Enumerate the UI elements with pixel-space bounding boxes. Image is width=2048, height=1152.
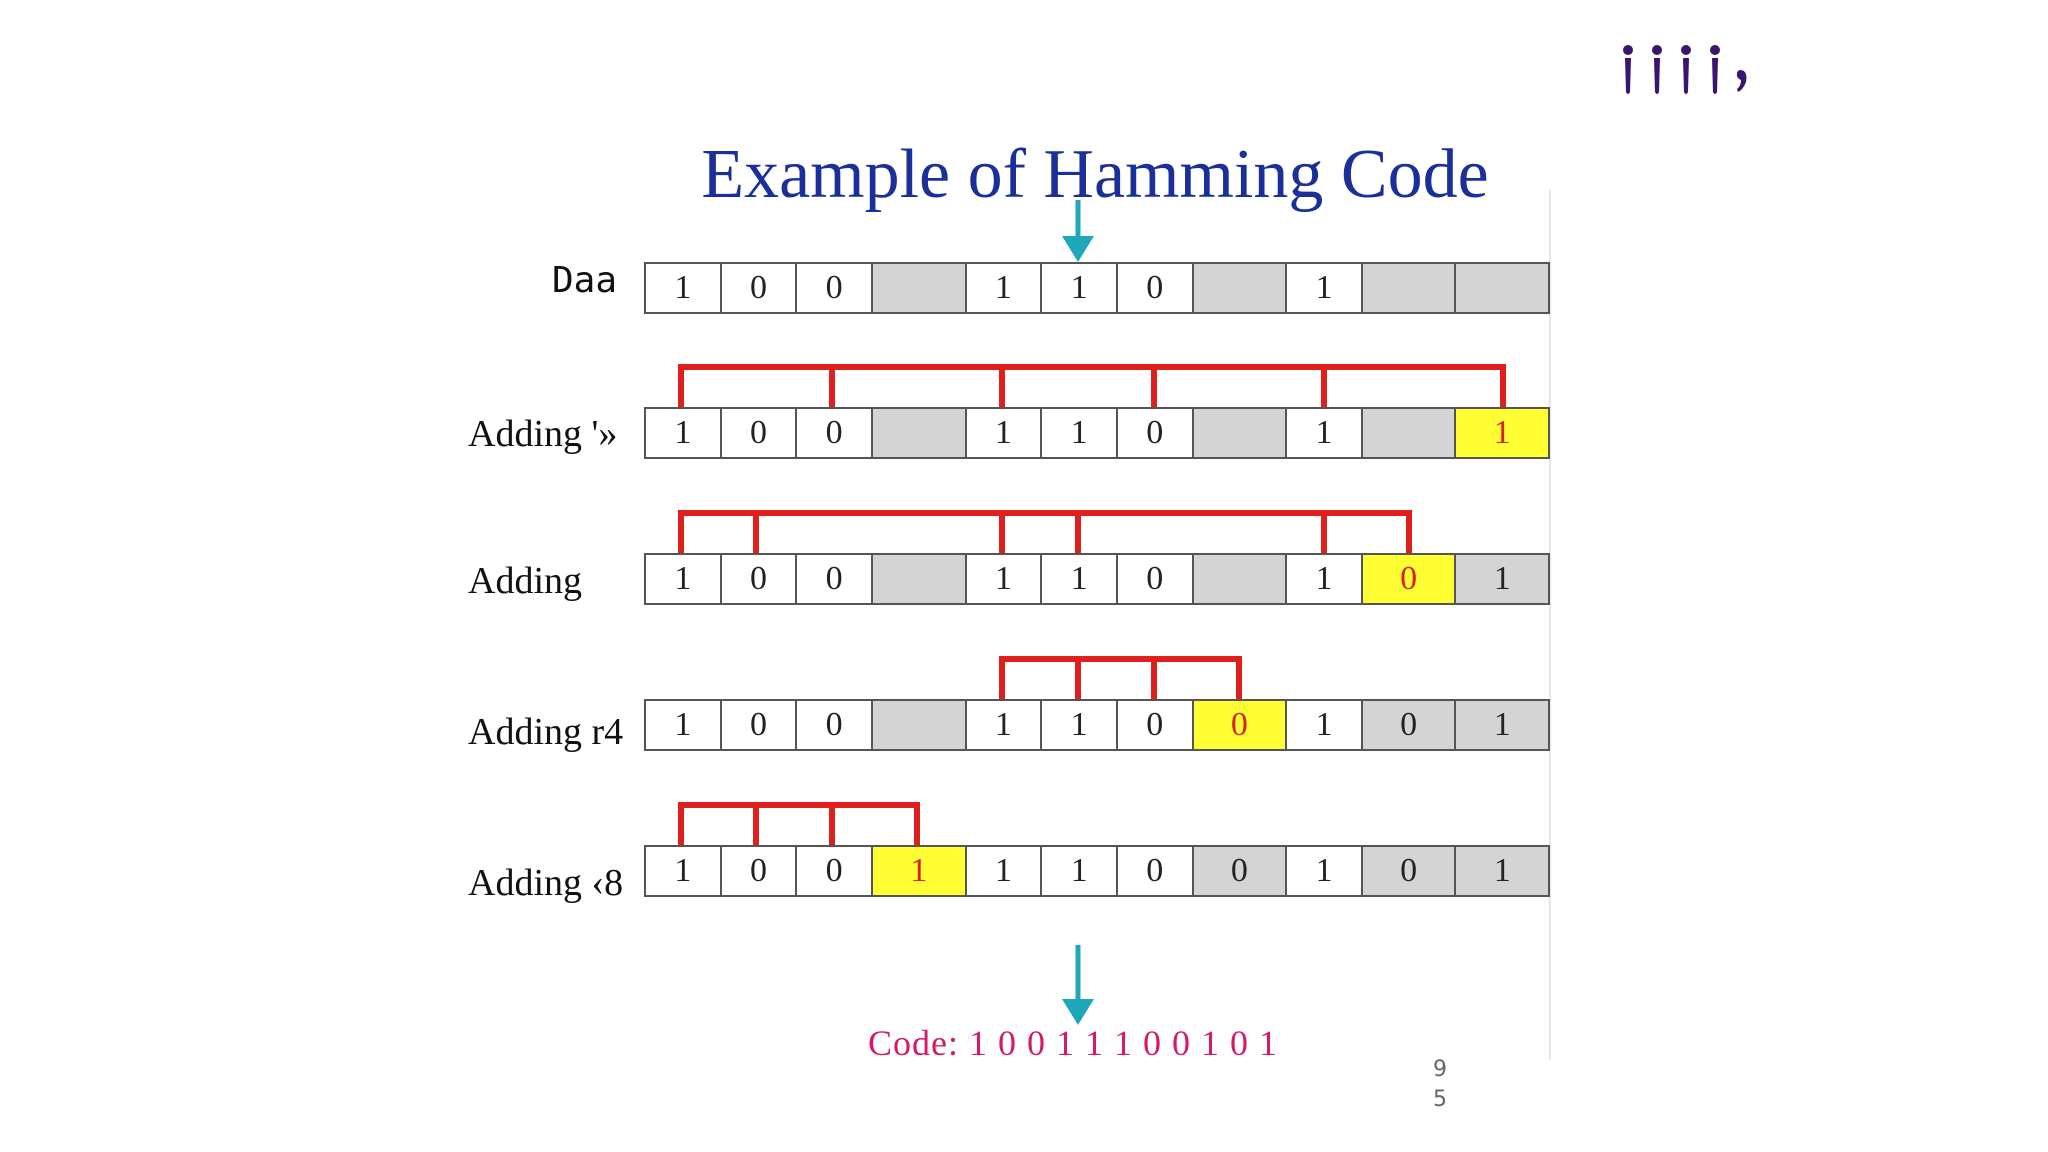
bit-cell: 0	[1191, 847, 1286, 895]
parity-bit-cell: 0	[1191, 701, 1286, 749]
row-label: Daa	[552, 260, 618, 301]
slide-number: 9 5	[1430, 1055, 1450, 1115]
slide-number-digit: 9	[1433, 1057, 1447, 1082]
bit-cell: 1	[1454, 701, 1549, 749]
bit-cell: 1	[674, 414, 692, 451]
bit-cell	[1360, 264, 1455, 312]
bit-cell: 0	[795, 264, 871, 312]
bit-cell: 1	[1040, 555, 1116, 603]
bit-cell	[871, 701, 965, 749]
bit-cell: 1	[964, 847, 1041, 895]
bit-cell: 1	[1040, 701, 1116, 749]
parity-bracket	[678, 364, 1506, 407]
bit-cell: 0	[719, 409, 796, 457]
bit-cell: 1	[964, 409, 1041, 457]
row-label: Adding '»	[468, 413, 618, 455]
parity-bracket	[678, 510, 1412, 553]
bit-cell	[1191, 555, 1286, 603]
parity-bit-cell: 1	[871, 847, 965, 895]
bit-cell: 0	[795, 409, 871, 457]
down-arrow-icon	[1062, 945, 1094, 1025]
bit-cell: 1	[1285, 847, 1361, 895]
bit-cell: 0	[1115, 555, 1192, 603]
bit-cell	[1454, 264, 1549, 312]
row-label: Adding r4	[468, 711, 624, 753]
down-arrow-icon	[1062, 200, 1094, 262]
bit-cell: 1	[1285, 264, 1361, 312]
bit-cell	[871, 264, 965, 312]
bit-cell	[871, 555, 965, 603]
bit-cell: 0	[795, 555, 871, 603]
row-label: Adding ‹8	[468, 862, 624, 904]
row-label: Adding	[468, 560, 582, 602]
bit-cell: 0	[719, 701, 796, 749]
bit-cell: 1	[964, 264, 1041, 312]
bit-cell: 0	[719, 555, 796, 603]
bit-cell: 0	[795, 701, 871, 749]
bit-cell: 1	[1285, 701, 1361, 749]
bit-cell: 1	[1040, 264, 1116, 312]
bit-cell: 1	[964, 555, 1041, 603]
code-result: Code: 1 0 0 1 1 1 0 0 1 0 1	[868, 1023, 1278, 1063]
bit-cell: 1	[1285, 555, 1361, 603]
bit-cell: 0	[795, 847, 871, 895]
bit-cell	[1191, 409, 1286, 457]
bit-cell: 1	[1285, 409, 1361, 457]
bit-cell: 0	[1115, 701, 1192, 749]
bit-cell: 0	[719, 847, 796, 895]
bit-cell: 0	[1360, 701, 1455, 749]
page-title: Example of Hamming Code	[701, 136, 1489, 213]
bit-cell: 1	[1454, 555, 1549, 603]
bit-cell: 1	[674, 560, 692, 597]
logo-icon	[1623, 45, 1747, 94]
bit-cell: 0	[1115, 847, 1192, 895]
divider	[1549, 190, 1551, 1060]
bit-cell: 1	[674, 706, 692, 743]
parity-bracket	[678, 802, 920, 845]
parity-bit-cell: 0	[1360, 555, 1455, 603]
parity-bracket	[999, 656, 1242, 699]
bit-cell	[871, 409, 965, 457]
bit-cell	[1191, 264, 1286, 312]
bit-cell: 0	[1360, 847, 1455, 895]
bit-cell: 1	[1040, 847, 1116, 895]
bit-cell: 0	[1115, 264, 1192, 312]
slide-number-digit: 5	[1433, 1087, 1447, 1112]
bit-cell: 1	[1454, 847, 1549, 895]
bit-cell: 1	[964, 701, 1041, 749]
bit-cell: 1	[1040, 409, 1116, 457]
bit-cell: 0	[1115, 409, 1192, 457]
bit-cell: 0	[719, 264, 796, 312]
bit-cell: 1	[674, 852, 692, 889]
bit-cell: 1	[674, 269, 692, 306]
parity-bit-cell: 1	[1454, 409, 1549, 457]
bit-cell	[1360, 409, 1455, 457]
